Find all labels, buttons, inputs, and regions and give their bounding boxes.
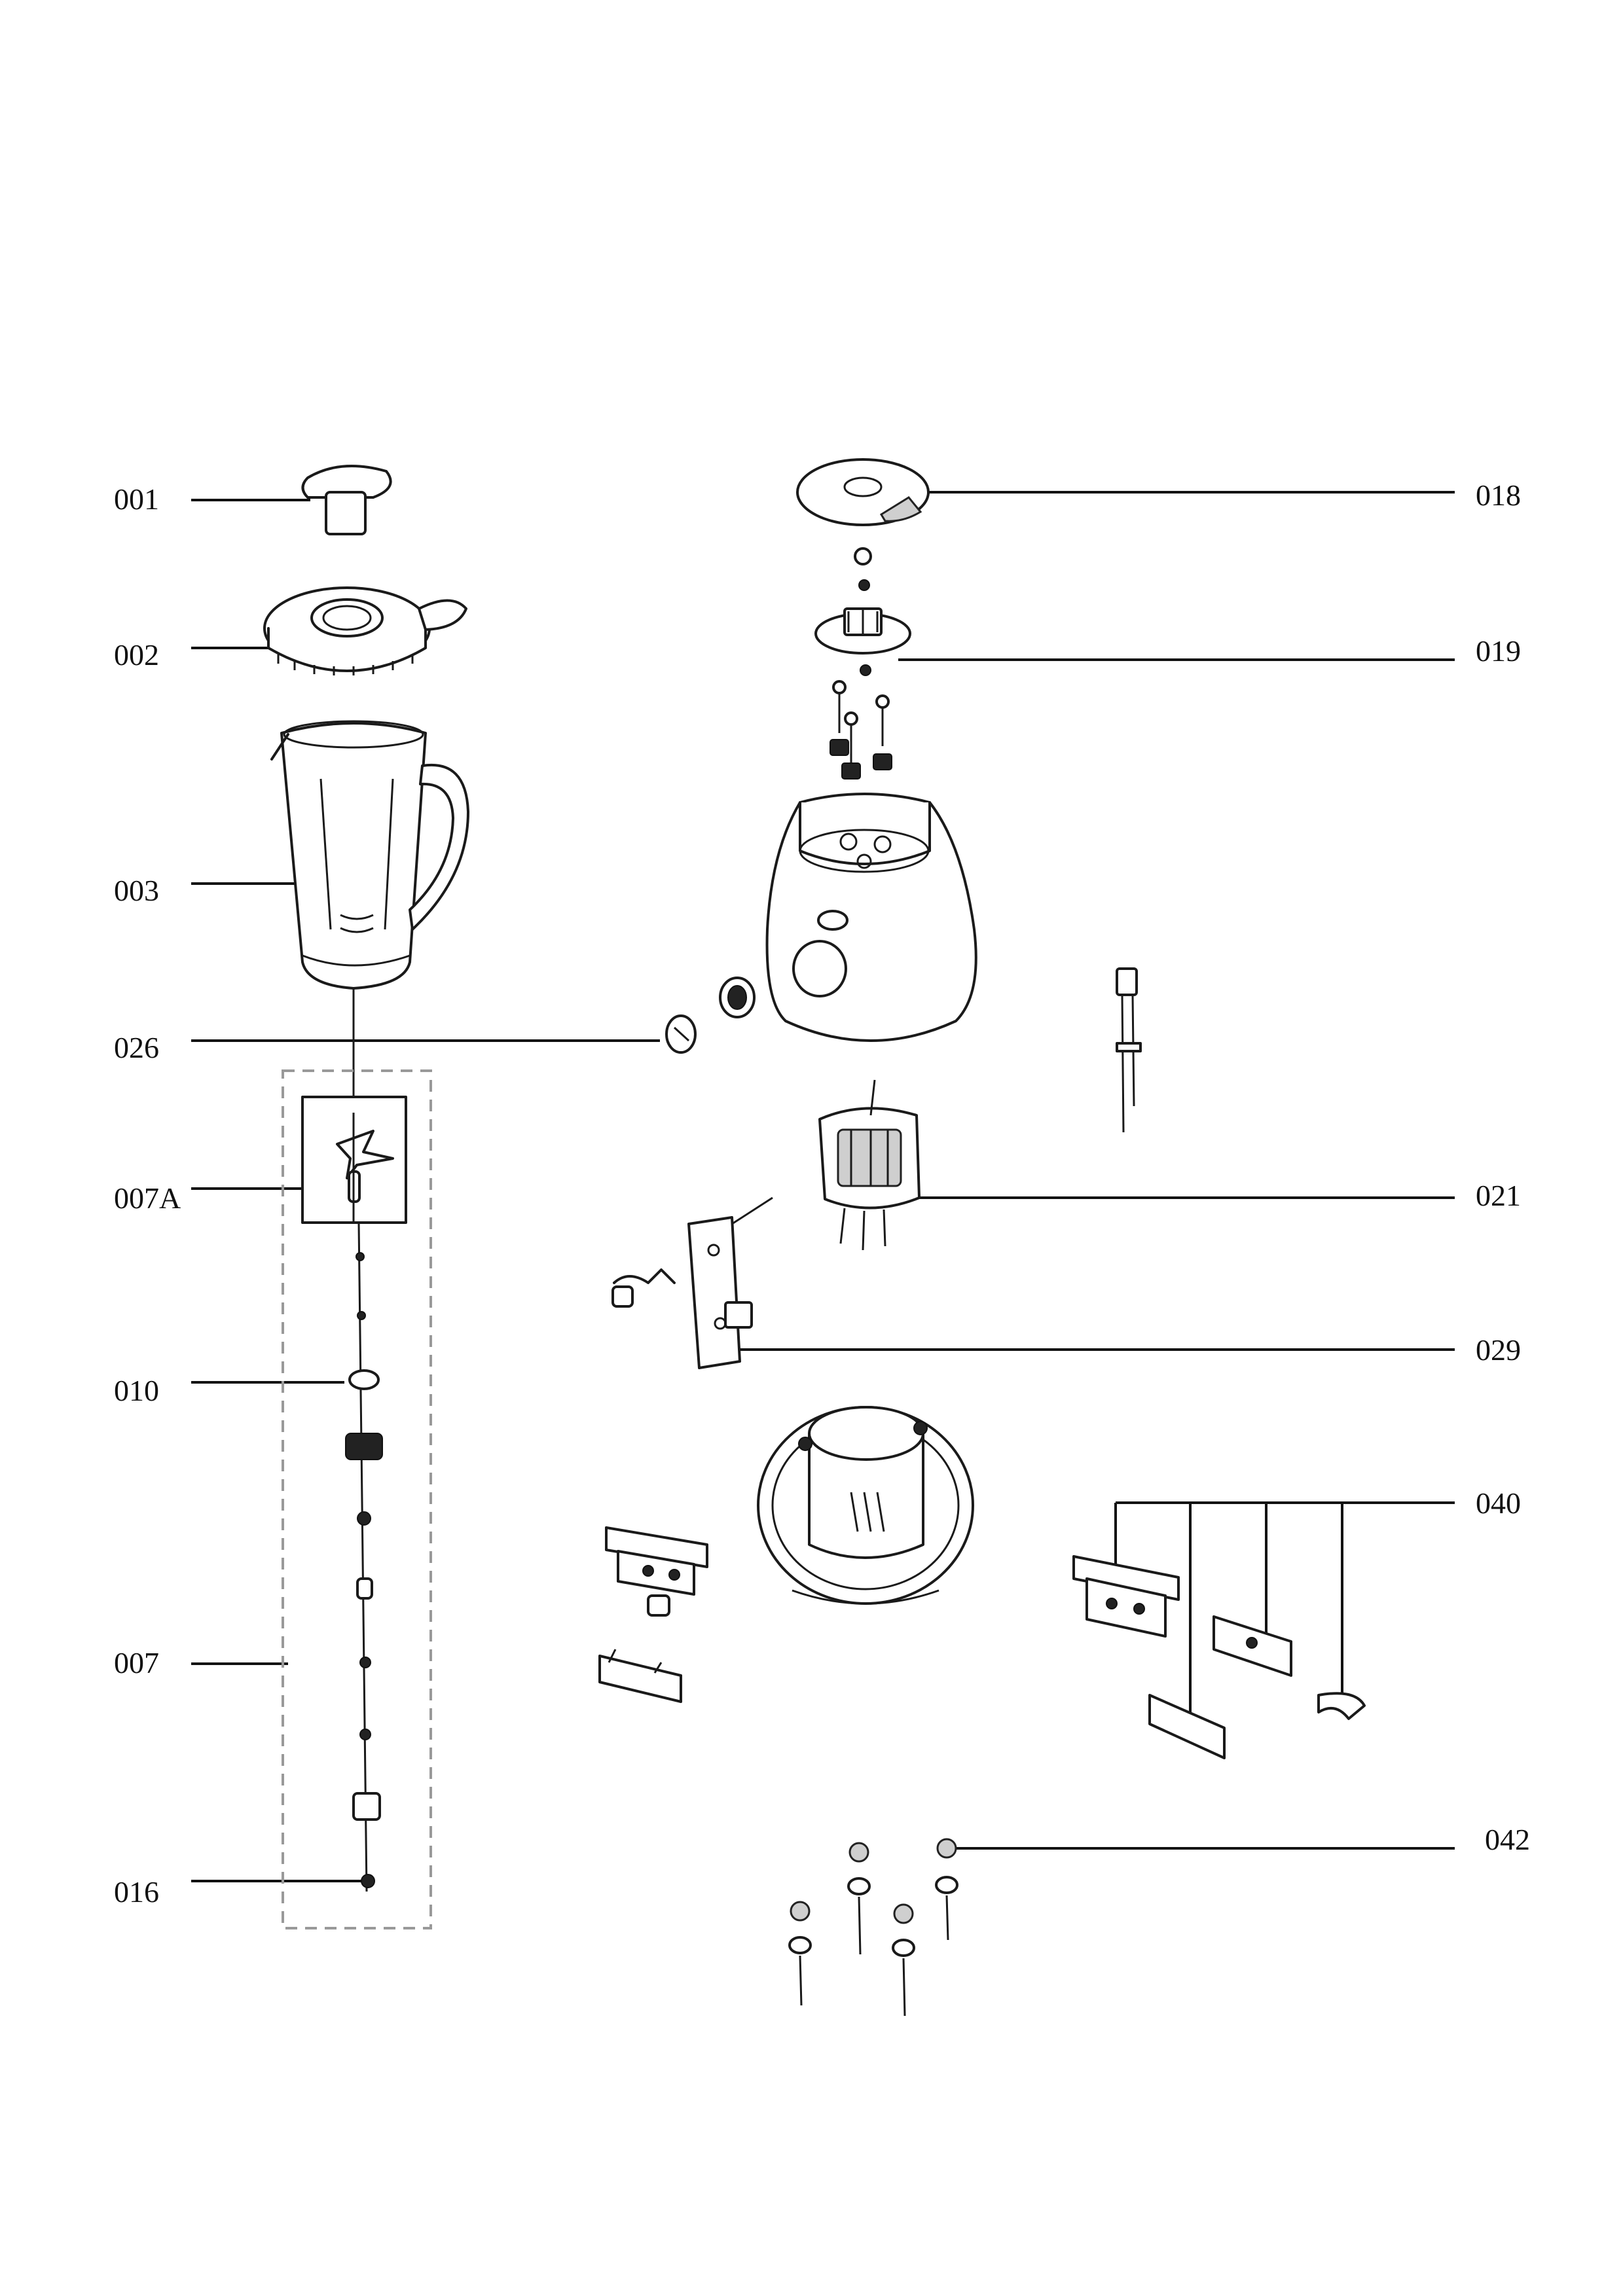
- base-bottom: [757, 1406, 974, 1605]
- jar-lid-002: [263, 586, 467, 675]
- mounting-screws: [830, 680, 892, 780]
- feet-screws-042: [788, 1838, 958, 2017]
- part-label-016: 016: [114, 1875, 159, 1909]
- coupling-019: [814, 607, 911, 676]
- part-label-010: 010: [114, 1374, 159, 1407]
- blender-jar-003: [270, 720, 469, 1113]
- part-label-040: 040: [1476, 1486, 1521, 1520]
- part-label-021: 021: [1476, 1179, 1521, 1212]
- part-label-007: 007: [114, 1646, 159, 1679]
- part-label-026: 026: [114, 1031, 159, 1064]
- motor-021: [818, 1079, 921, 1251]
- nut-016: [361, 1874, 375, 1888]
- blade-007a: [301, 1096, 407, 1224]
- wire-clip: [1116, 967, 1142, 1133]
- base-housing: [765, 793, 977, 1042]
- bracket-left: [598, 1526, 708, 1703]
- measuring-cap-001: [301, 465, 392, 535]
- blade-assembly-group-007: [282, 1069, 432, 1929]
- knob-026: [665, 977, 756, 1054]
- feet-brackets-040: [1072, 1555, 1366, 1759]
- part-label-002: 002: [114, 638, 159, 672]
- part-label-001: 001: [114, 482, 159, 516]
- top-cover-018: [796, 458, 930, 591]
- part-label-003: 003: [114, 874, 159, 907]
- switch-bracket-029: [611, 1196, 773, 1369]
- blade-shaft-parts: [345, 1222, 383, 1892]
- part-label-007a: 007A: [114, 1181, 181, 1215]
- part-label-018: 018: [1476, 478, 1521, 512]
- seal-ring-010: [348, 1369, 380, 1390]
- part-label-029: 029: [1476, 1333, 1521, 1367]
- part-label-042: 042: [1485, 1823, 1530, 1856]
- part-label-019: 019: [1476, 634, 1521, 668]
